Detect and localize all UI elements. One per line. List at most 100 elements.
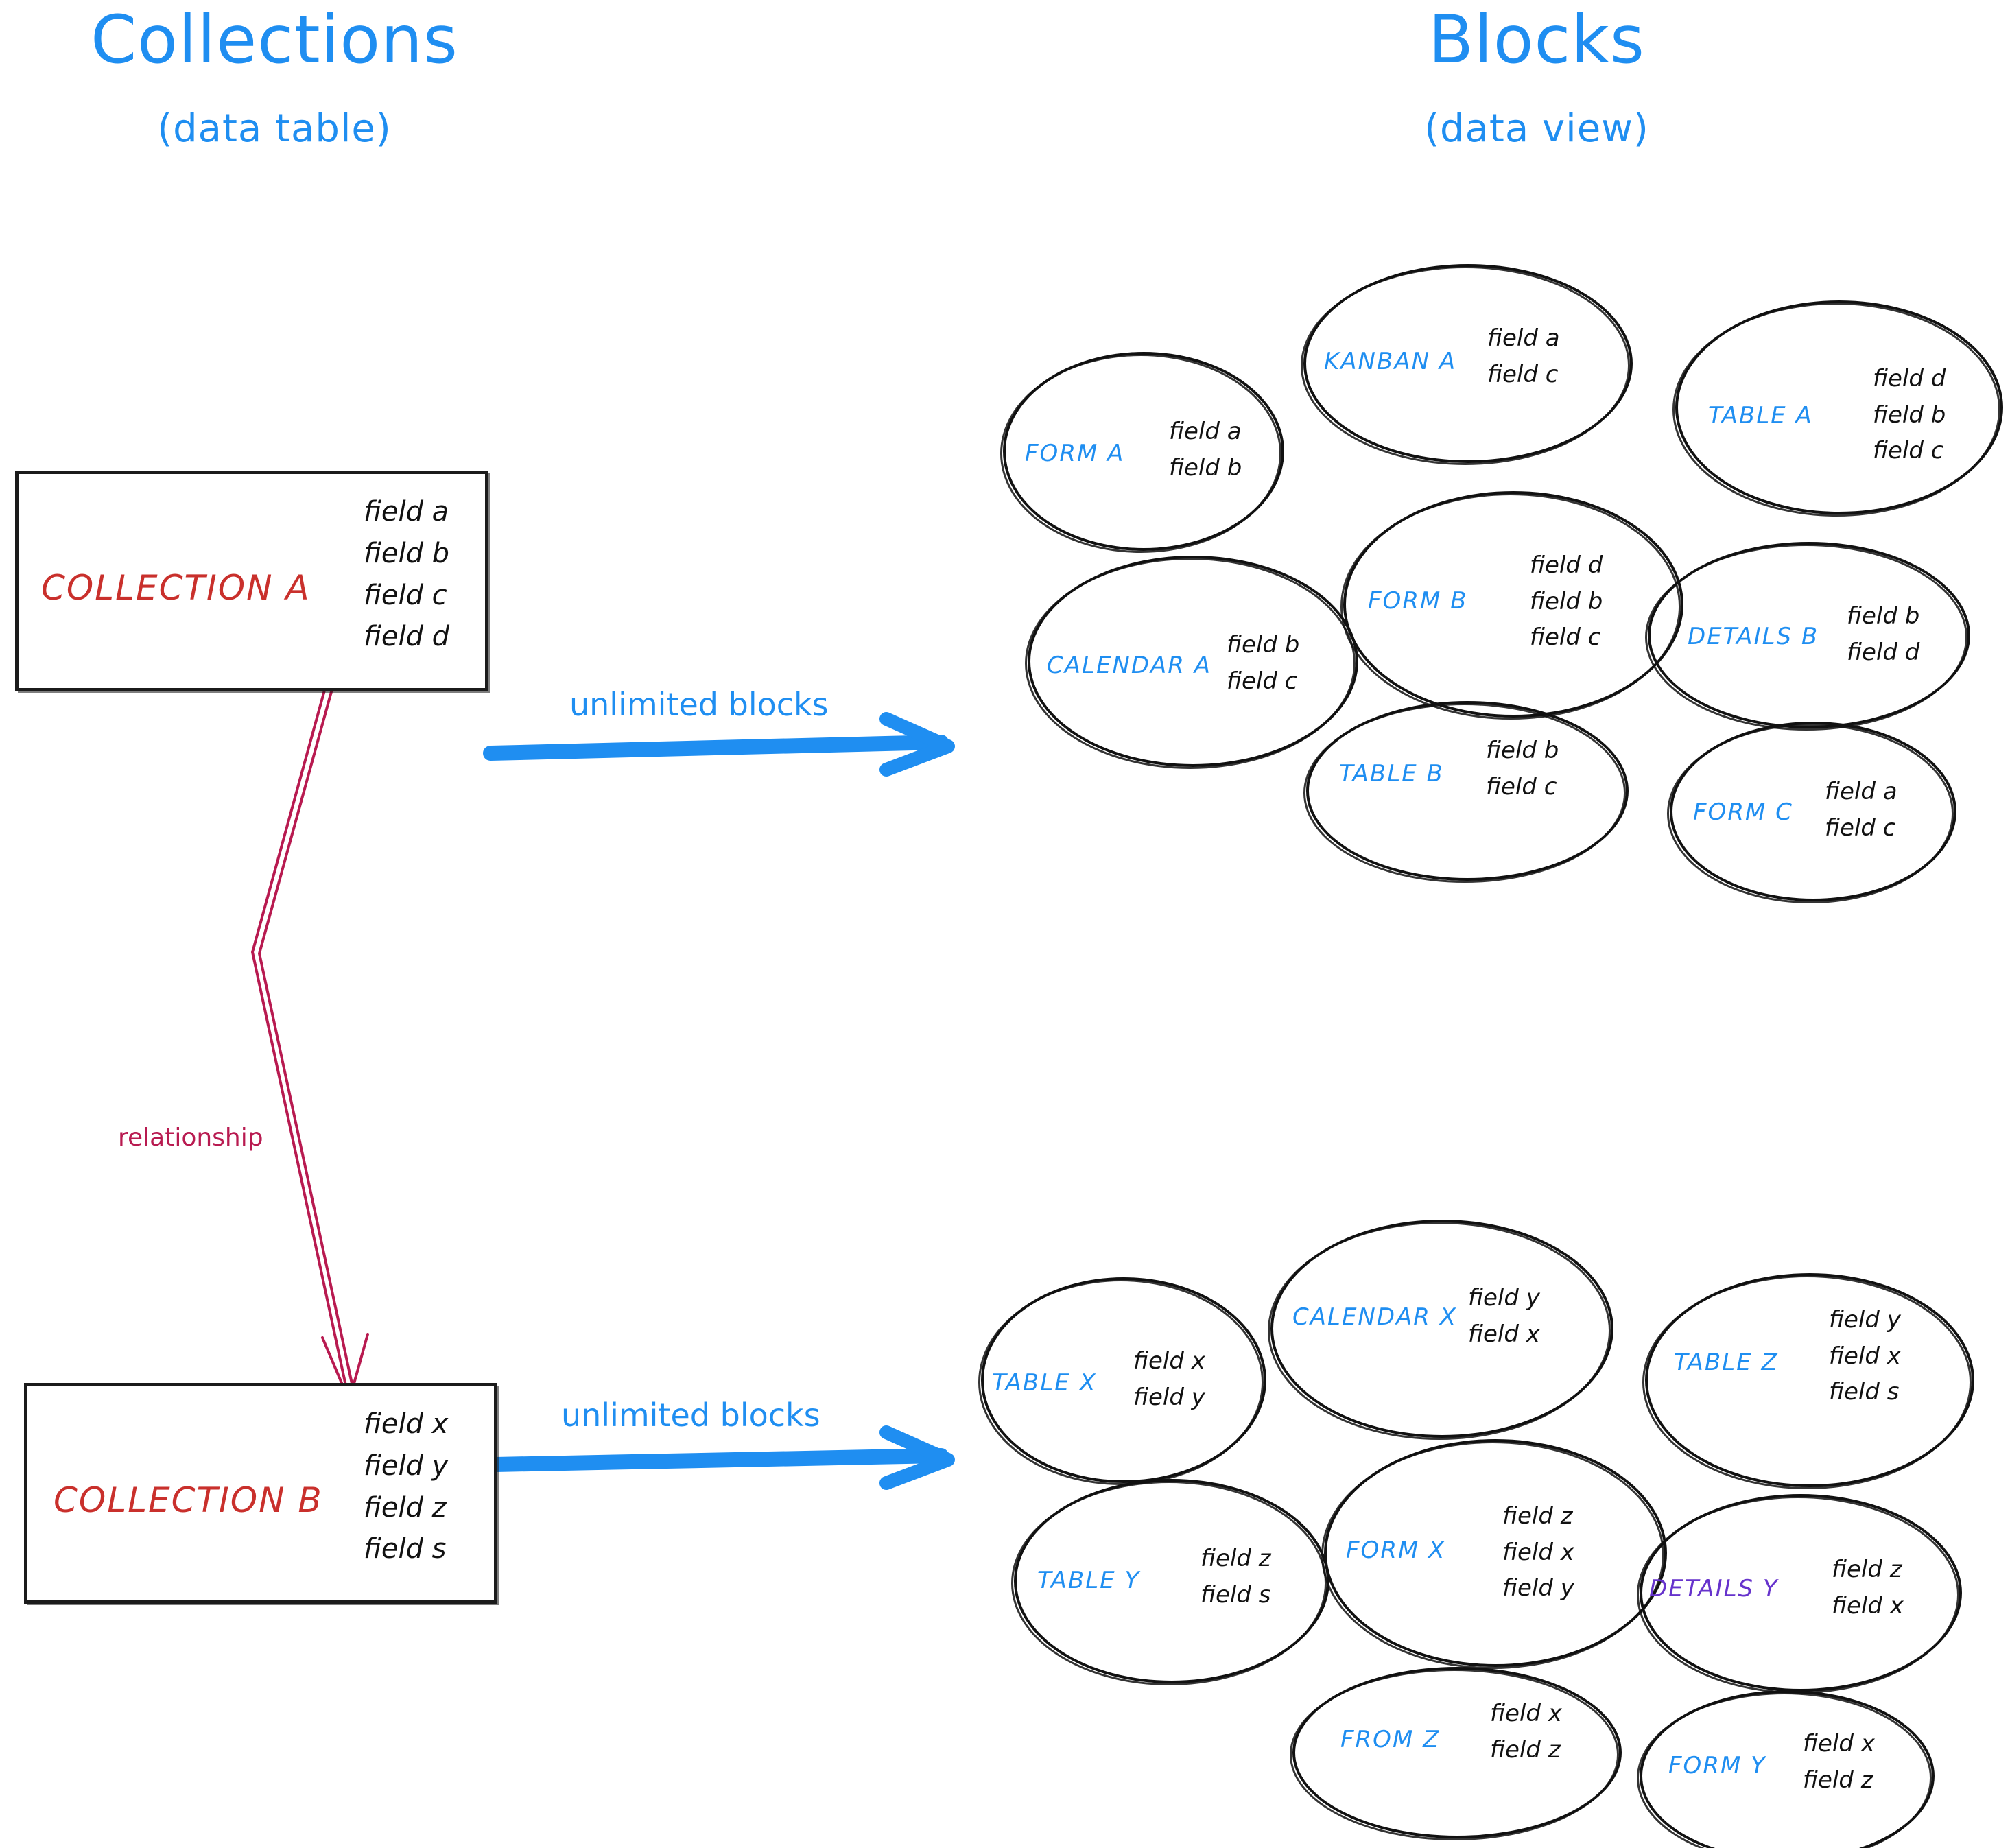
block-table-b[interactable]: TABLE B field b field c [1303, 701, 1629, 883]
block-fields-calendar-a: field b field c [1227, 627, 1299, 699]
block-field: field s [1829, 1378, 1900, 1406]
collection-box-b[interactable] [24, 1383, 497, 1604]
block-field: field c [1530, 624, 1601, 652]
block-field: field z [1803, 1766, 1873, 1794]
block-table-y[interactable]: TABLE Y field z field s [1011, 1479, 1329, 1685]
block-fields-details-b: field b field d [1847, 598, 1919, 670]
block-field: field y [1468, 1284, 1540, 1312]
block-fields-table-y: field z field s [1201, 1541, 1271, 1613]
block-field: field a [1825, 778, 1897, 805]
ellipse-outline-sketch [1667, 724, 1954, 903]
block-form-x[interactable]: FORM X field z field x field y [1321, 1439, 1667, 1669]
block-fields-form-b: field d field b field c [1530, 547, 1603, 656]
block-field: field b [1530, 587, 1603, 615]
collection-a-fields: field a field b field c field d [364, 491, 449, 658]
block-label-table-a: TABLE A [1708, 402, 1813, 429]
block-form-y[interactable]: FORM Y field x field z [1637, 1690, 1935, 1848]
collection-b-field-3: field s [364, 1533, 447, 1565]
collection-b-field-1: field y [364, 1449, 449, 1482]
arrow-label-bottom: unlimited blocks [561, 1397, 820, 1434]
page-title-blocks: Blocks [1428, 1, 1645, 78]
block-fields-table-z: field y field x field s [1829, 1302, 1901, 1410]
ellipse-outline-sketch [1642, 1275, 1972, 1489]
block-fields-table-x: field x field y [1133, 1343, 1205, 1415]
block-fields-form-a: field a field b [1169, 414, 1242, 486]
block-field: field z [1832, 1556, 1902, 1583]
block-label-details-b: DETAILS B [1688, 623, 1819, 650]
ellipse-outline-sketch [1268, 1222, 1611, 1440]
block-field: field b [1227, 631, 1300, 659]
block-field: field c [1873, 437, 1944, 465]
page-title-collections: Collections [91, 1, 458, 78]
block-field: field x [1502, 1538, 1574, 1566]
ellipse-outline-sketch [1025, 558, 1356, 769]
block-table-a[interactable]: TABLE A field d field b field c [1672, 300, 2003, 517]
ellipse-outline-sketch [1000, 354, 1281, 553]
block-fields-from-z: field x field z [1490, 1696, 1562, 1768]
block-label-table-y: TABLE Y [1037, 1567, 1141, 1594]
block-field: field b [1873, 401, 1946, 429]
block-calendar-a[interactable]: CALENDAR A field b field c [1025, 556, 1358, 769]
block-fields-form-x: field z field x field y [1502, 1498, 1574, 1607]
collection-box-a[interactable] [15, 471, 488, 691]
block-fields-calendar-x: field y field x [1468, 1280, 1540, 1352]
block-field: field z [1502, 1502, 1573, 1530]
unlimited-blocks-arrow-top [483, 712, 955, 777]
collection-b-fields: field x field y field z field s [364, 1403, 448, 1570]
block-field: field b [1486, 737, 1559, 764]
block-field: field c [1487, 360, 1559, 388]
block-field: field y [1133, 1383, 1205, 1411]
block-table-x[interactable]: TABLE X field x field y [978, 1277, 1266, 1485]
block-label-table-x: TABLE X [992, 1369, 1097, 1397]
block-field: field c [1227, 667, 1298, 695]
block-field: field x [1832, 1591, 1904, 1620]
block-field: field x [1133, 1347, 1205, 1375]
collection-b-title: COLLECTION B [54, 1480, 323, 1520]
block-field: field x [1803, 1730, 1875, 1757]
block-form-a[interactable]: FORM A field a field b [1000, 352, 1284, 553]
block-field: field d [1847, 638, 1920, 666]
block-label-from-z: FROM Z [1340, 1726, 1441, 1753]
arrow-label-top: unlimited blocks [569, 686, 829, 723]
block-label-form-a: FORM A [1025, 440, 1125, 467]
block-field: field d [1873, 365, 1946, 392]
block-fields-form-y: field x field z [1803, 1726, 1875, 1798]
collection-b-field-2: field z [364, 1491, 447, 1524]
block-fields-table-b: field b field c [1486, 733, 1559, 805]
relationship-connector [250, 664, 369, 1406]
block-label-table-b: TABLE B [1339, 760, 1444, 787]
block-field: field y [1829, 1306, 1901, 1334]
collection-b-field-0: field x [364, 1408, 449, 1440]
block-label-calendar-x: CALENDAR X [1292, 1303, 1458, 1331]
block-field: field a [1487, 324, 1560, 352]
ellipse-outline-sketch [1301, 266, 1630, 465]
block-label-calendar-a: CALENDAR A [1047, 652, 1211, 679]
block-calendar-x[interactable]: CALENDAR X field y field x [1268, 1220, 1613, 1440]
collection-a-field-0: field a [364, 496, 449, 528]
block-fields-kanban-a: field a field c [1487, 320, 1560, 392]
block-label-form-b: FORM B [1368, 587, 1468, 615]
block-field: field b [1847, 602, 1920, 630]
collection-a-field-2: field c [364, 579, 447, 611]
block-label-form-y: FORM Y [1668, 1752, 1766, 1779]
block-details-y[interactable]: DETAILS Y field z field x [1637, 1494, 1962, 1694]
block-field: field a [1169, 418, 1242, 445]
block-fields-table-a: field d field b field c [1873, 361, 1946, 469]
block-field: field b [1169, 453, 1242, 482]
block-form-b[interactable]: FORM B field d field b field c [1340, 491, 1683, 720]
block-field: field z [1490, 1736, 1561, 1764]
ellipse-outline-sketch [1290, 1669, 1619, 1840]
block-from-z[interactable]: FROM Z field x field z [1290, 1667, 1622, 1840]
block-table-z[interactable]: TABLE Z field y field x field s [1642, 1273, 1974, 1489]
ellipse-outline-sketch [1011, 1481, 1327, 1685]
block-field: field x [1829, 1342, 1901, 1370]
block-field: field d [1530, 552, 1603, 579]
ellipse-outline-sketch [1303, 703, 1626, 883]
block-kanban-a[interactable]: KANBAN A field a field c [1301, 264, 1633, 465]
block-form-c[interactable]: FORM C field a field c [1667, 722, 1956, 903]
block-label-kanban-a: KANBAN A [1324, 348, 1457, 375]
collection-a-field-1: field b [364, 537, 450, 569]
block-details-b[interactable]: DETAILS B field b field d [1645, 542, 1970, 731]
